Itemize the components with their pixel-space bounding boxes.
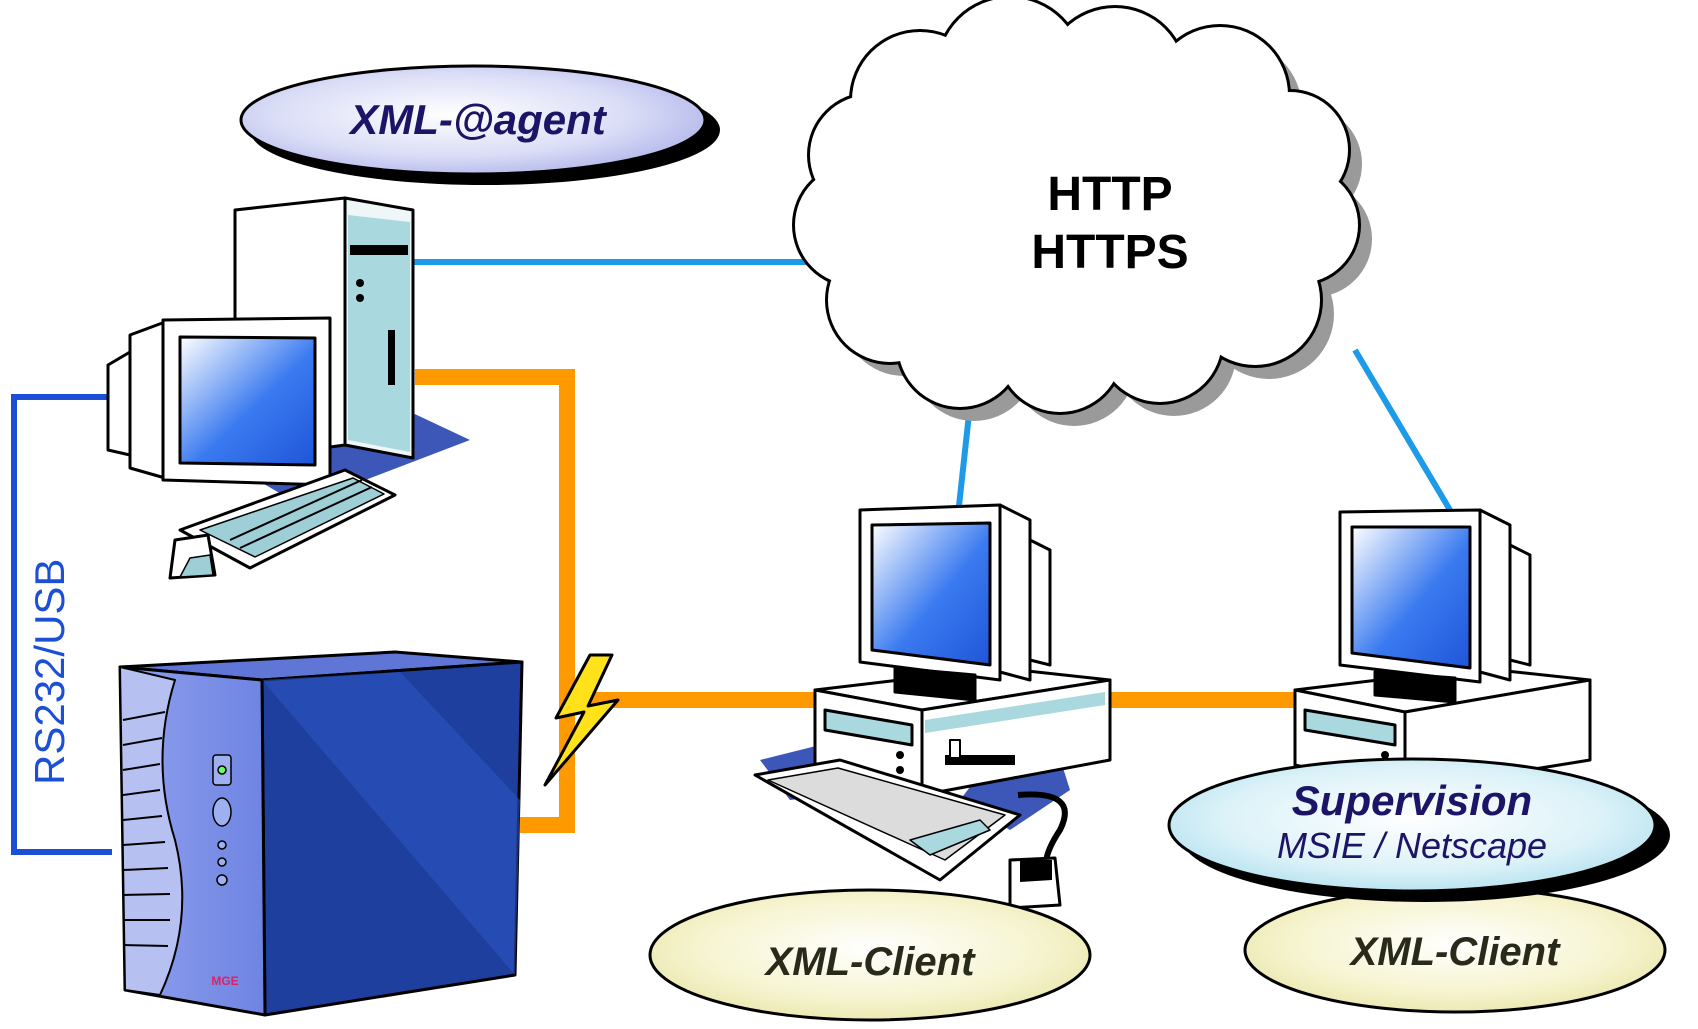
power-link-agent (415, 369, 575, 833)
supervision-label-badge: Supervision MSIE / Netscape (1167, 757, 1670, 902)
agent-computer-icon (106, 196, 470, 580)
serial-link (11, 394, 112, 855)
lightning-icon (543, 653, 620, 787)
ups-brand-label: MGE (211, 974, 238, 988)
client-computer-left-icon (753, 503, 1112, 910)
network-links (410, 259, 1453, 516)
cloud-to-client-left-link (955, 404, 973, 516)
internet-cloud: HTTP HTTPS (792, 0, 1372, 426)
client-left-label: XML-Client (764, 940, 977, 984)
ups-unit-icon: MGE (118, 650, 524, 1017)
serial-link-text: RS232/USB (26, 559, 73, 785)
agent-label-badge: XML-@agent (239, 64, 720, 185)
client-right-label: XML-Client (1349, 930, 1562, 974)
supervision-subtitle: MSIE / Netscape (1277, 825, 1547, 866)
serial-link-label: RS232/USB (26, 559, 73, 785)
ups-control-panel (212, 754, 232, 886)
supervision-title: Supervision (1292, 777, 1532, 824)
agent-label: XML-@agent (348, 96, 608, 143)
client-right-label-badge: XML-Client (1243, 886, 1667, 1014)
client-left-label-badge: XML-Client (648, 888, 1092, 1022)
cloud-protocol-https: HTTPS (1031, 226, 1188, 279)
cloud-to-client-right-link (1352, 348, 1453, 512)
cloud-protocol-http: HTTP (1047, 168, 1172, 221)
